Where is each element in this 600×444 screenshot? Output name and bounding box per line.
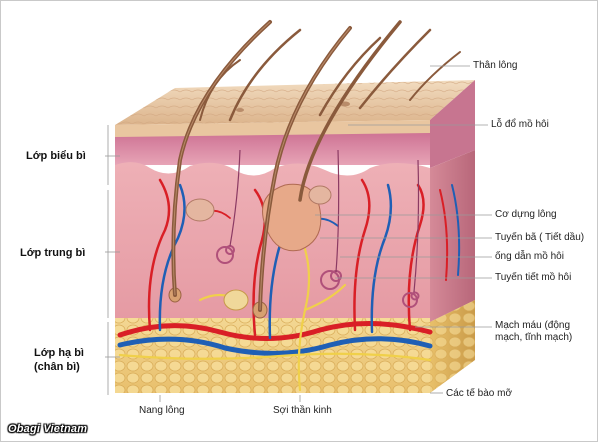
watermark-logo-text: Obagi Vietnam	[8, 423, 88, 435]
label-hair-follicle: Nang lông	[139, 405, 185, 416]
label-epidermis: Lớp biểu bì	[26, 150, 86, 162]
label-arrector-pili: Cơ dựng lông	[495, 209, 557, 220]
label-sweat-pore: Lỗ đổ mồ hôi	[491, 119, 549, 130]
label-nerve-fiber: Sợi thần kinh	[273, 405, 332, 416]
label-hair-shaft: Thân lông	[473, 60, 518, 71]
label-hypodermis-line2: (chân bì)	[34, 361, 80, 373]
label-dermis: Lớp trung bì	[20, 247, 86, 259]
label-sweat-gland: Tuyến tiết mồ hôi	[495, 272, 572, 283]
label-sweat-duct: ống dẫn mồ hôi	[495, 251, 564, 262]
label-sebaceous-gland: Tuyến bã ( Tiết dầu)	[495, 232, 585, 243]
label-blood-vessels-line2: mạch, tĩnh mạch)	[495, 332, 573, 343]
label-hypodermis-line1: Lớp hạ bì	[34, 347, 84, 359]
label-blood-vessels-line1: Mạch máu (động	[495, 320, 571, 331]
label-fat-cells: Các tế bào mỡ	[446, 388, 513, 399]
